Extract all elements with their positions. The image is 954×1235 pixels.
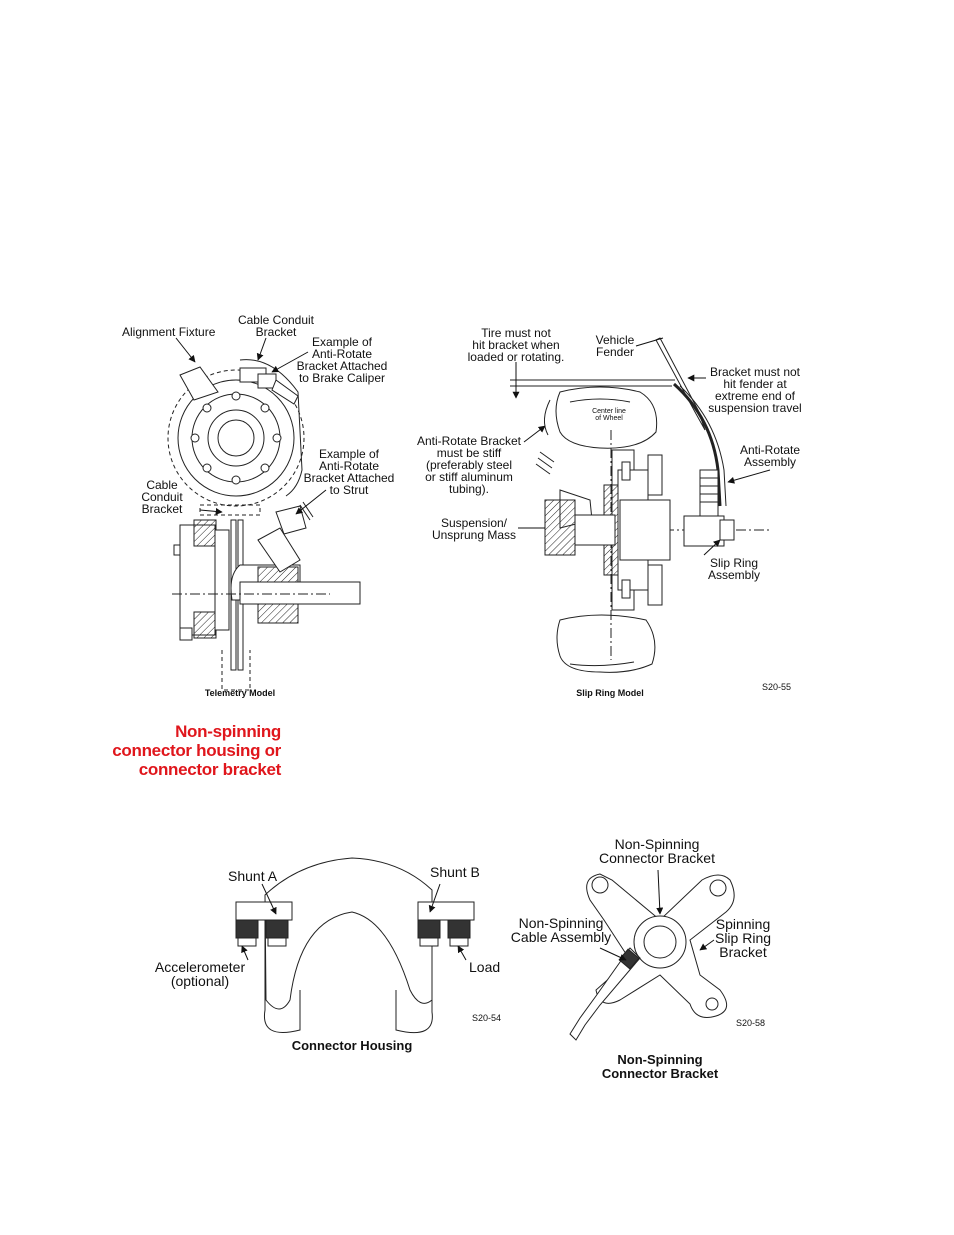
label-load: Load	[469, 959, 501, 975]
figure-id-s20-58: S20-58	[736, 1018, 766, 1028]
caption-connector-housing: Connector Housing	[291, 1038, 413, 1053]
label-accelerometer: Accelerometer (optional)	[154, 959, 246, 989]
label-bracket-fender-note: Bracket must not hit fender at extreme e…	[708, 365, 802, 415]
figure-id-s20-55: S20-55	[762, 682, 792, 692]
label-non-spinning-cable-assembly: Non-Spinning Cable Assembly	[510, 915, 612, 945]
label-slip-ring-assembly: Slip Ring Assembly	[707, 556, 760, 582]
label-center-line: Center line of Wheel	[592, 408, 626, 422]
label-non-spinning-connector-bracket: Non-Spinning Connector Bracket	[599, 836, 715, 866]
section-heading: Non-spinning connector housing or connec…	[112, 722, 281, 779]
caption-non-spinning-connector-bracket: Non-Spinning Connector Bracket	[601, 1052, 719, 1081]
label-anti-rotate-assembly: Anti-Rotate Assembly	[739, 443, 801, 469]
label-alignment-fixture: Alignment Fixture	[122, 325, 216, 339]
connector-housing-view	[235, 857, 475, 1034]
label-suspension: Suspension/ Unsprung Mass	[431, 516, 517, 542]
connector-bracket-view	[569, 873, 735, 1041]
label-vehicle-fender: Vehicle Fender	[595, 333, 635, 359]
brake-rotor-view	[167, 359, 305, 507]
label-anti-rotate-bracket-note: Anti-Rotate Bracket must be stiff (prefe…	[416, 434, 522, 496]
label-shunt-b: Shunt B	[430, 864, 480, 880]
figure-id-s20-54: S20-54	[472, 1013, 502, 1023]
label-example-strut: Example of Anti-Rotate Bracket Attached …	[303, 447, 395, 497]
label-cable-conduit-bracket-side: Cable Conduit Bracket	[141, 478, 183, 516]
label-shunt-a: Shunt A	[228, 868, 278, 884]
leader-lines	[175, 337, 771, 961]
label-example-brake-caliper: Example of Anti-Rotate Bracket Attached …	[296, 335, 388, 385]
label-cable-conduit-bracket-top: Cable Conduit Bracket	[237, 313, 315, 339]
slipring-assembly-view	[510, 337, 770, 673]
label-tire-note: Tire must not hit bracket when loaded or…	[467, 326, 565, 364]
label-spinning-slip-ring-bracket: Spinning Slip Ring Bracket	[714, 916, 772, 960]
caption-telemetry-model: Telemetry Model	[204, 688, 276, 698]
telemetry-side-section	[172, 501, 361, 691]
caption-slip-ring-model: Slip Ring Model	[576, 688, 644, 698]
